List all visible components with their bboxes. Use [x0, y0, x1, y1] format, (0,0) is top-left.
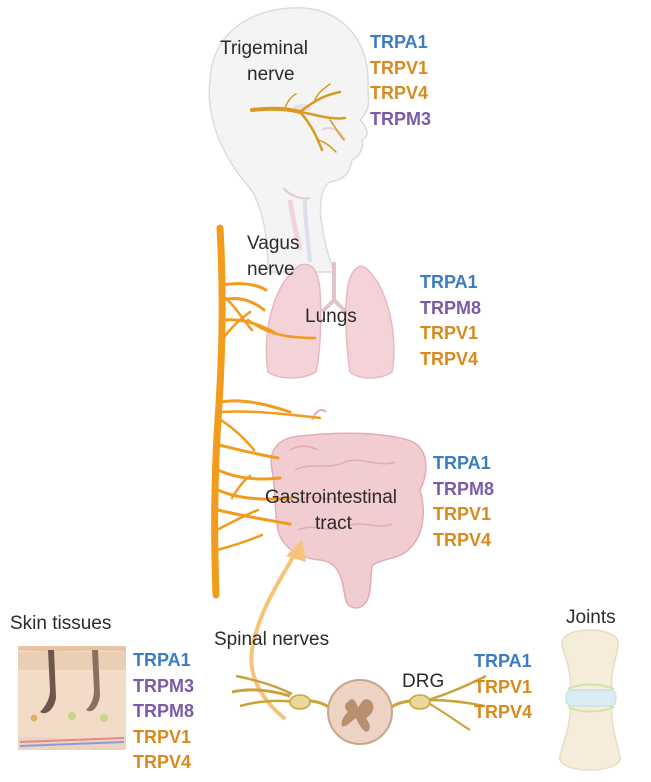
channel-trpm8: TRPM8 — [420, 297, 482, 318]
joints-label: Joints — [566, 607, 616, 628]
channel-trpa1: TRPA1 — [474, 651, 532, 671]
channel-trpv4: TRPV4 — [420, 348, 479, 369]
lungs-organ — [265, 262, 395, 379]
channel-trpa1: TRPA1 — [370, 32, 428, 52]
vagus-label: Vagus — [247, 233, 300, 254]
drg-structure — [231, 674, 487, 745]
channel-trpa1: TRPA1 — [433, 453, 491, 473]
channel-trpa1: TRPA1 — [133, 650, 191, 670]
trigeminal-nerve — [250, 83, 347, 153]
spinal-label: Spinal nerves — [214, 629, 330, 650]
spinal-nerve-arrow — [249, 540, 306, 720]
skin-label: Skin tissues — [10, 613, 112, 634]
channel-trpv1: TRPV1 — [133, 726, 192, 747]
vagus-label-line2: nerve — [247, 259, 295, 280]
vagus-nerve — [211, 224, 322, 599]
channel-trpm3: TRPM3 — [370, 108, 432, 129]
lungs-label: Lungs — [305, 306, 357, 327]
joint-illustration — [559, 629, 621, 771]
channel-trpv4: TRPV4 — [474, 702, 533, 722]
channel-trpm8: TRPM8 — [133, 701, 195, 721]
drg-label: DRG — [402, 671, 445, 692]
channel-trpm8: TRPM8 — [433, 478, 495, 499]
channel-trpv1: TRPV1 — [370, 57, 429, 78]
channel-trpa1: TRPA1 — [420, 272, 478, 292]
channel-trpv1: TRPV1 — [474, 676, 533, 697]
skin-tissue-block — [18, 646, 126, 750]
gi-label-line2: tract — [315, 513, 352, 534]
head-silhouette — [208, 7, 370, 273]
channel-trpv1: TRPV1 — [433, 504, 492, 524]
channel-trpm3: TRPM3 — [133, 675, 195, 696]
channel-trpv4: TRPV4 — [133, 752, 192, 772]
gi-label: Gastrointestinal — [265, 487, 398, 508]
trigeminal-label: Trigeminal — [220, 38, 308, 59]
channel-trpv4: TRPV4 — [370, 83, 429, 103]
channel-trpv4: TRPV4 — [433, 529, 492, 550]
trigeminal-label-line2: nerve — [247, 64, 295, 85]
channel-trpv1: TRPV1 — [420, 323, 479, 343]
